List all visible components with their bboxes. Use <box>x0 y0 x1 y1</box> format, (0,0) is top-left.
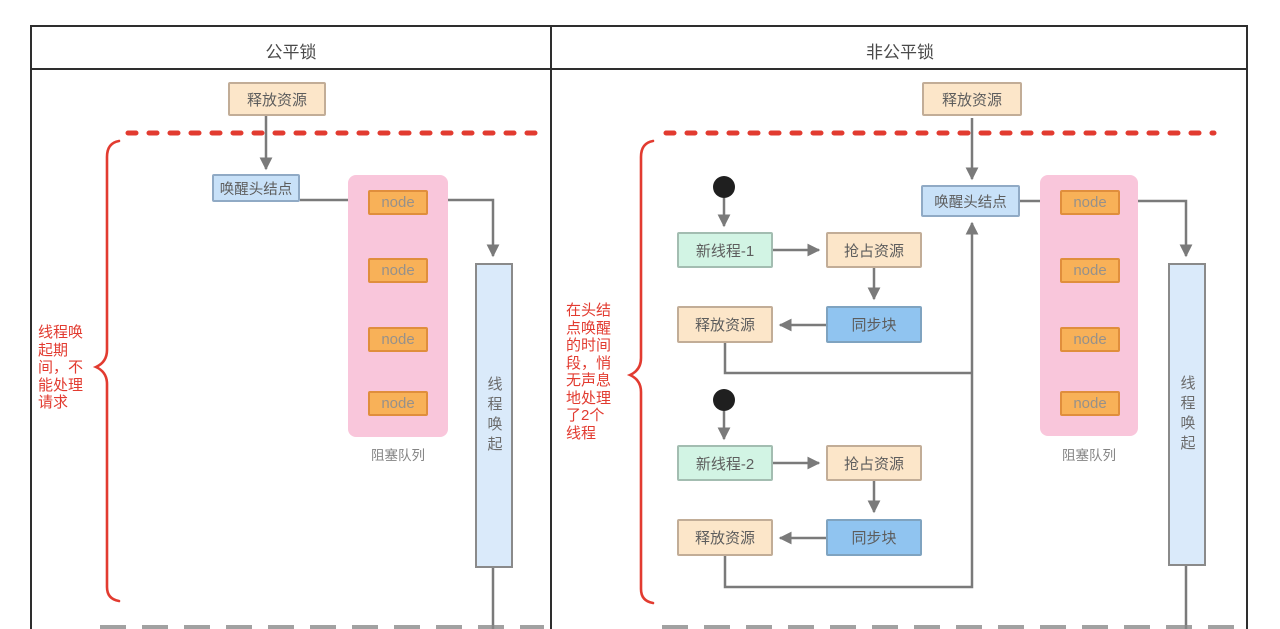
fair-thread-wake-bar: 线程唤起 <box>475 263 513 568</box>
sync-block-1-box: 同步块 <box>826 306 922 343</box>
gray-connectors <box>259 116 1193 629</box>
start-dot-thread2 <box>713 389 735 411</box>
queue-node: node <box>1060 190 1120 215</box>
table-outline <box>30 25 1248 629</box>
new-thread-2-box: 新线程-2 <box>677 445 773 481</box>
queue-node: node <box>1060 258 1120 283</box>
queue-node: node <box>368 190 428 215</box>
fair-release-resource-box: 释放资源 <box>228 82 326 116</box>
unfair-thread-wake-bar: 线程唤起 <box>1168 263 1206 566</box>
fair-annotation-text: 线程唤 起期 间，不 能处理 请求 <box>38 324 84 412</box>
red-braces <box>92 139 655 605</box>
queue-node: node <box>1060 327 1120 352</box>
queue-node: node <box>368 391 428 416</box>
fair-thread-wake-label: 线程唤起 <box>485 375 503 456</box>
queue-node: node <box>368 258 428 283</box>
release-resource-2-box: 释放资源 <box>677 519 773 556</box>
grab-resource-2-box: 抢占资源 <box>826 445 922 481</box>
fair-wake-head-node-box: 唤醒头结点 <box>212 174 300 202</box>
queue-node: node <box>1060 391 1120 416</box>
fair-blocking-queue-label: 阻塞队列 <box>371 448 425 463</box>
release-resource-1-box: 释放资源 <box>677 306 773 343</box>
queue-node: node <box>368 327 428 352</box>
unfair-wake-head-node-box: 唤醒头结点 <box>921 185 1020 217</box>
unfair-annotation-text: 在头结 点唤醒 的时间 段，悄 无声息 地处理 了2个 线程 <box>566 302 612 442</box>
sync-block-2-box: 同步块 <box>826 519 922 556</box>
fair-lock-title: 公平锁 <box>265 43 317 62</box>
grab-resource-1-box: 抢占资源 <box>826 232 922 268</box>
left-brace <box>92 139 121 603</box>
right-brace <box>626 139 655 605</box>
unfair-thread-wake-label: 线程唤起 <box>1178 374 1196 455</box>
column-divider <box>550 25 552 629</box>
unfair-lock-title: 非公平锁 <box>866 43 934 62</box>
start-dot-thread1 <box>713 176 735 198</box>
header-divider <box>30 68 1248 70</box>
unfair-blocking-queue-label: 阻塞队列 <box>1062 448 1116 463</box>
new-thread-1-box: 新线程-1 <box>677 232 773 268</box>
unfair-release-resource-box: 释放资源 <box>922 82 1022 116</box>
